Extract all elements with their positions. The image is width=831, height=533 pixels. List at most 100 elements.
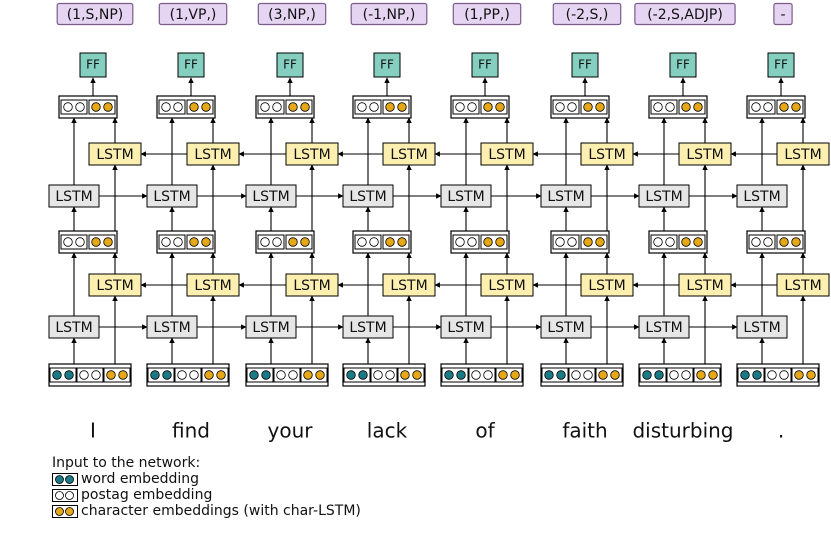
column-label: - [773,2,793,26]
column-label: (-1,NP,) [350,2,428,26]
column-label-text: (-2,S,) [566,7,609,23]
backward-state-icon [678,234,706,250]
forward-state-icon [650,99,678,115]
character-embedding-icon [495,367,523,383]
ff-box [373,52,401,78]
backward-state-icon [480,99,508,115]
lstm-label: LSTM [293,278,330,294]
legend: Input to the network: word embedding pos… [52,455,361,519]
lstm-label: LSTM [55,189,92,205]
postag-embedding-icon [764,367,792,383]
input-word: of [475,419,495,443]
legend-item-label: word embedding [81,471,200,487]
input-word: lack [367,419,408,443]
lstm-label: LSTM [194,147,231,163]
column-label-text: (-1,NP,) [363,7,416,23]
lstm-label: LSTM [784,278,821,294]
lstm-label: LSTM [547,189,584,205]
ff-box [767,52,795,78]
column-label-text: - [780,7,785,23]
legend-item-label: postag embedding [81,487,213,503]
word-embedding-icon [147,367,175,383]
word-embedding-icon [541,367,569,383]
backward-state-icon [88,99,116,115]
word-embedding-icon [441,367,469,383]
lstm-label: LSTM [488,278,525,294]
input-word: I [90,419,96,443]
backward-state-icon [678,99,706,115]
lstm-label: LSTM [390,278,427,294]
backward-state-icon [285,234,313,250]
backward-state-icon [382,99,410,115]
column-label: (1,VP,) [158,2,228,26]
postag-embedding-icon [468,367,496,383]
forward-state-icon [452,99,480,115]
backward-state-icon [186,99,214,115]
column-label: (1,PP,) [452,2,522,26]
lstm-label: LSTM [252,189,289,205]
character-embedding-icon [52,504,78,518]
forward-state-icon [257,99,285,115]
legend-title: Input to the network: [52,455,201,471]
ff-label: FF [184,58,198,72]
column-label: (3,NP,) [257,2,327,26]
lstm-label: LSTM [194,278,231,294]
ff-box [471,52,499,78]
ff-box [571,52,599,78]
forward-state-icon [354,99,382,115]
postag-embedding-icon [174,367,202,383]
legend-item-word: word embedding [52,471,361,487]
character-embedding-icon [300,367,328,383]
ff-box [177,52,205,78]
lstm-label: LSTM [55,320,92,336]
forward-state-icon [158,234,186,250]
lstm-label: LSTM [645,320,682,336]
postag-embedding-icon [370,367,398,383]
column-label-text: (1,S,NP) [67,7,124,23]
backward-state-icon [480,234,508,250]
word-embedding-icon [737,367,765,383]
forward-state-icon [60,99,88,115]
backward-state-icon [382,234,410,250]
lstm-label: LSTM [743,189,780,205]
word-embedding-icon [246,367,274,383]
lstm-label: LSTM [547,320,584,336]
postag-embedding-icon [52,488,78,502]
ff-box [276,52,304,78]
legend-item-label: character embeddings (with char-LSTM) [81,503,361,519]
ff-label: FF [86,58,100,72]
postag-embedding-icon [273,367,301,383]
column-label: (-2,S,ADJP) [634,2,736,26]
lstm-label: LSTM [588,147,625,163]
column-label: (-2,S,) [552,2,622,26]
lstm-label: LSTM [447,320,484,336]
backward-state-icon [186,234,214,250]
forward-state-icon [552,234,580,250]
ff-label: FF [676,58,690,72]
forward-state-icon [158,99,186,115]
character-embedding-icon [103,367,131,383]
lstm-label: LSTM [447,189,484,205]
lstm-label: LSTM [488,147,525,163]
ff-box [669,52,697,78]
column-label-text: (1,PP,) [464,7,510,23]
word-embedding-icon [52,472,78,486]
lstm-label: LSTM [743,320,780,336]
forward-state-icon [748,234,776,250]
column-label-text: (-2,S,ADJP) [647,7,723,23]
character-embedding-icon [693,367,721,383]
character-embedding-icon [397,367,425,383]
ff-label: FF [380,58,394,72]
forward-state-icon [552,99,580,115]
ff-box [79,52,107,78]
lstm-label: LSTM [588,278,625,294]
ff-label: FF [578,58,592,72]
postag-embedding-icon [568,367,596,383]
lstm-label: LSTM [153,320,190,336]
forward-state-icon [354,234,382,250]
column-label-text: (3,NP,) [268,7,316,23]
lstm-label: LSTM [96,278,133,294]
backward-state-icon [88,234,116,250]
input-word: . [778,419,784,443]
